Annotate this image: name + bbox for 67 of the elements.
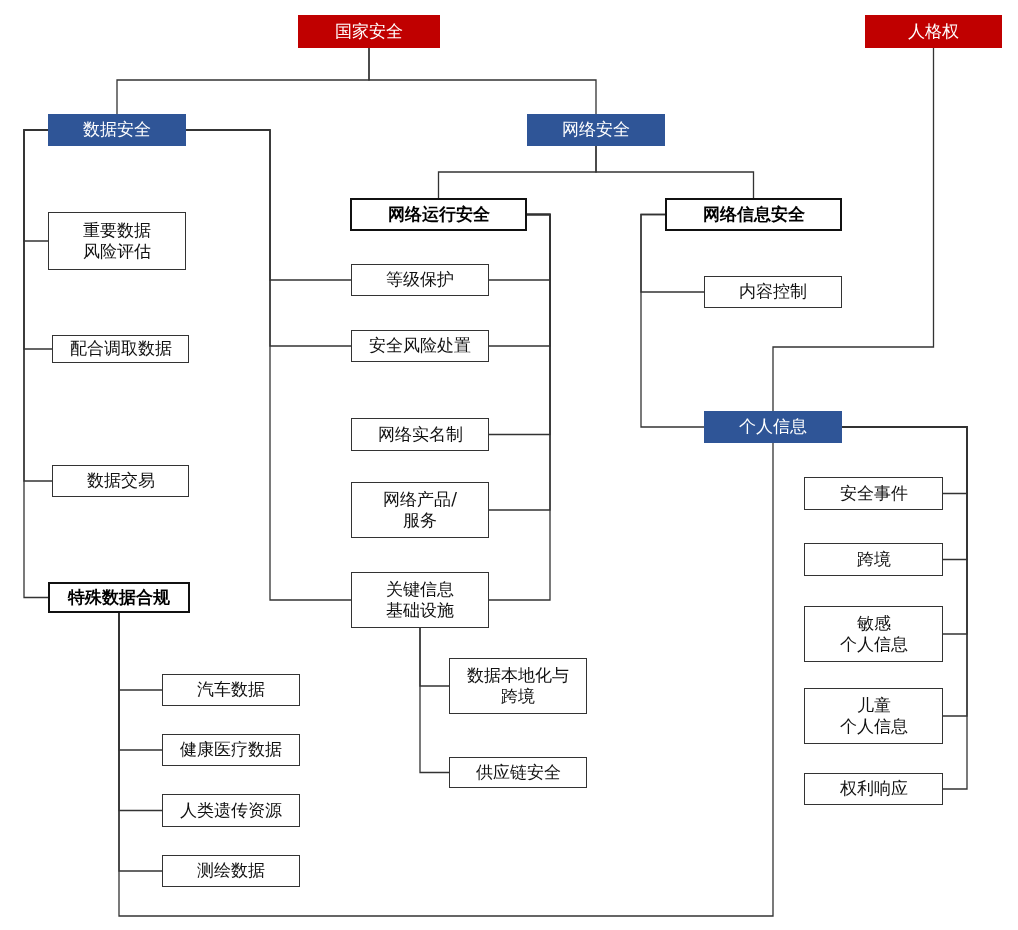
category-box — [48, 114, 186, 146]
item-box — [162, 855, 300, 887]
box-label: 网络安全 — [562, 119, 630, 141]
box-label: 配合调取数据 — [69, 338, 172, 360]
item-box — [804, 543, 943, 576]
box-label: 重要数据风险评估 — [82, 219, 152, 263]
box-label: 安全事件 — [839, 482, 908, 505]
box-label: 儿童 — [856, 694, 891, 716]
box-label: 国家安全 — [335, 20, 403, 43]
item-box — [162, 734, 300, 766]
connector-line — [772, 47, 935, 412]
box-label: 数据安全 — [83, 119, 151, 141]
box-label: 个人信息 — [739, 416, 807, 438]
item-box — [52, 465, 189, 497]
box-label: 数据交易 — [86, 470, 155, 492]
connector-line — [118, 442, 774, 917]
item-box — [351, 418, 489, 451]
item-box — [351, 572, 489, 628]
topic-box — [665, 198, 842, 231]
item-box — [804, 477, 943, 510]
box-label: 内容控制 — [739, 281, 807, 303]
box-label: 汽车数据 — [197, 679, 265, 701]
box-label: 人类遗传资源 — [180, 799, 282, 822]
box-label: 安全风险处置 — [369, 335, 471, 357]
item-box — [162, 674, 300, 706]
category-box — [704, 411, 842, 443]
box-label: 等级保护 — [386, 269, 454, 291]
item-box — [449, 757, 587, 788]
box-label: 网络实名制 — [377, 423, 463, 446]
item-box — [704, 276, 842, 308]
connector-line — [640, 213, 705, 428]
box-label: 网络产品/服务 — [382, 488, 458, 532]
item-box — [162, 794, 300, 827]
box-label: 个人信息 — [839, 716, 908, 738]
box-label: 网络信息安全 — [702, 203, 805, 226]
box-label: 敏感 — [856, 612, 891, 634]
connector-line — [595, 145, 755, 199]
topic-box — [350, 198, 527, 231]
category-box — [527, 114, 665, 146]
item-box — [351, 482, 489, 538]
box-label: 关键信息基础设施 — [385, 578, 455, 622]
item-box — [351, 264, 489, 296]
box-label: 特殊数据合规 — [68, 586, 170, 609]
category-box — [298, 15, 440, 48]
category-box — [865, 15, 1002, 48]
item-box — [351, 330, 489, 362]
item-box — [48, 212, 186, 270]
box-label: 供应链安全 — [475, 761, 561, 784]
box-label: 权利响应 — [839, 778, 908, 800]
box-label: 数据本地化与跨境 — [466, 664, 570, 708]
connector-line — [368, 47, 597, 115]
connector-line — [488, 213, 551, 601]
box-label: 人格权 — [908, 20, 959, 43]
item-box — [804, 688, 943, 744]
box-label: 跨境 — [856, 548, 891, 571]
box-label: 健康医疗数据 — [180, 739, 282, 761]
topic-box — [48, 582, 190, 613]
connector-line — [419, 627, 450, 774]
connector-line — [23, 129, 49, 599]
box-label: 个人信息 — [839, 634, 908, 656]
item-box — [804, 773, 943, 805]
item-box — [52, 335, 189, 363]
item-box — [804, 606, 943, 662]
connector-line — [185, 129, 352, 601]
box-label: 网络运行安全 — [387, 203, 490, 226]
item-box — [449, 658, 587, 714]
box-label: 测绘数据 — [197, 860, 265, 882]
